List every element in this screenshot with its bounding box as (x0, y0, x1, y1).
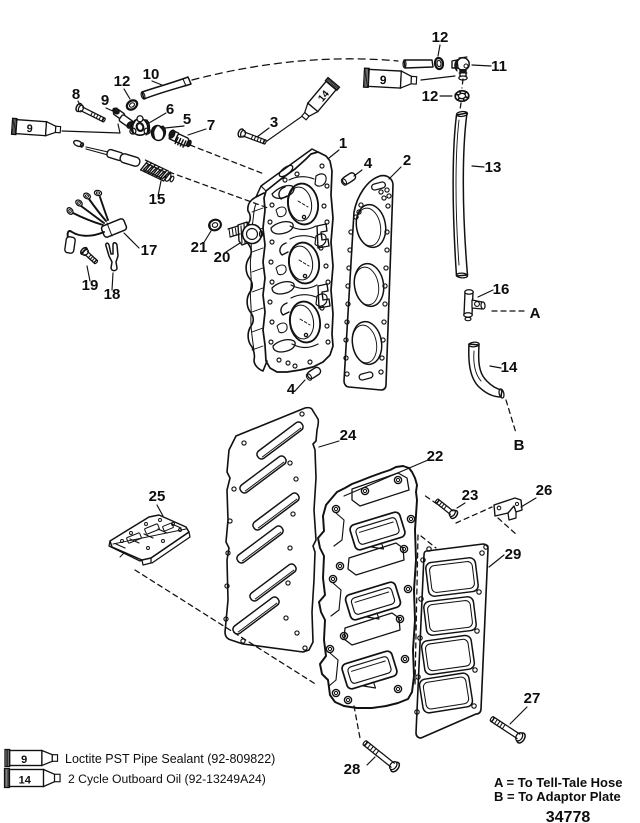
svg-text:20: 20 (214, 249, 231, 266)
svg-text:A: A (530, 305, 541, 322)
svg-text:9: 9 (101, 92, 109, 109)
svg-text:26: 26 (536, 482, 553, 499)
svg-text:7: 7 (207, 117, 215, 134)
svg-text:13: 13 (485, 159, 502, 176)
svg-text:8: 8 (72, 86, 80, 103)
svg-text:Loctite PST Pipe Sealant (92-8: Loctite PST Pipe Sealant (92-809822) (65, 752, 275, 766)
svg-text:28: 28 (344, 761, 361, 778)
svg-text:34778: 34778 (546, 809, 591, 823)
svg-text:22: 22 (427, 448, 444, 465)
svg-text:9: 9 (21, 754, 27, 766)
svg-text:18: 18 (104, 286, 121, 303)
svg-text:9: 9 (26, 123, 33, 135)
svg-text:19: 19 (82, 277, 99, 294)
svg-text:A = To Tell-Tale Hose: A = To Tell-Tale Hose (494, 775, 622, 790)
svg-text:3: 3 (270, 114, 278, 131)
svg-text:23: 23 (462, 487, 479, 504)
svg-text:2: 2 (403, 152, 411, 169)
svg-text:2 Cycle Outboard Oil (92-13249: 2 Cycle Outboard Oil (92-13249A24) (68, 772, 266, 786)
svg-text:27: 27 (524, 690, 541, 707)
svg-text:25: 25 (149, 488, 166, 505)
svg-text:6: 6 (166, 101, 174, 118)
svg-text:29: 29 (505, 546, 522, 563)
svg-text:16: 16 (493, 281, 510, 298)
svg-text:B: B (514, 437, 525, 454)
svg-text:14: 14 (19, 774, 32, 786)
svg-text:24: 24 (340, 427, 357, 444)
svg-text:9: 9 (379, 73, 387, 87)
svg-text:17: 17 (141, 242, 158, 259)
svg-text:12: 12 (114, 73, 131, 90)
svg-text:1: 1 (339, 135, 347, 152)
svg-text:10: 10 (143, 66, 160, 83)
svg-text:4: 4 (364, 155, 373, 172)
svg-text:12: 12 (422, 88, 439, 105)
svg-text:11: 11 (491, 58, 507, 75)
svg-text:5: 5 (183, 111, 191, 128)
svg-text:B = To Adaptor Plate: B = To Adaptor Plate (494, 789, 621, 804)
svg-text:4: 4 (287, 381, 296, 398)
svg-text:14: 14 (501, 359, 518, 376)
svg-text:15: 15 (149, 191, 166, 208)
svg-text:12: 12 (432, 29, 449, 46)
